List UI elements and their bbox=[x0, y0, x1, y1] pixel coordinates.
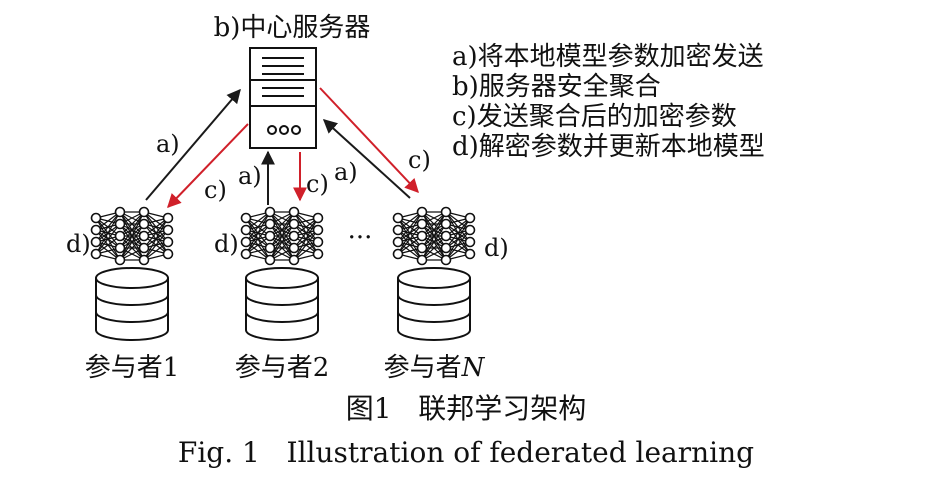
server-label: b)中心服务器 bbox=[214, 13, 371, 43]
nn-node bbox=[312, 248, 324, 260]
participant-name-1: 参与者1 bbox=[85, 353, 180, 383]
nn-node bbox=[288, 218, 300, 230]
participant-n: d) 参与者N bbox=[384, 206, 509, 383]
nn-node bbox=[138, 254, 150, 266]
nn-node bbox=[138, 206, 150, 218]
nn-node bbox=[464, 236, 476, 248]
nn-node bbox=[114, 218, 126, 230]
nn-node bbox=[288, 230, 300, 242]
nn-node bbox=[90, 224, 102, 236]
neural-network-icon bbox=[240, 206, 324, 266]
nn-node bbox=[264, 230, 276, 242]
send-label-n: a) bbox=[334, 158, 358, 186]
update-label-1: d) bbox=[66, 230, 91, 258]
legend-item-b: b)服务器安全聚合 bbox=[452, 72, 661, 102]
nn-node bbox=[264, 206, 276, 218]
nn-node bbox=[162, 212, 174, 224]
nn-node bbox=[114, 206, 126, 218]
nn-node bbox=[138, 218, 150, 230]
participant-1: d) 参与者1 bbox=[66, 206, 180, 383]
nn-node bbox=[240, 212, 252, 224]
nn-node bbox=[440, 218, 452, 230]
nn-node bbox=[90, 236, 102, 248]
neural-network-icon bbox=[90, 206, 174, 266]
database-icon bbox=[95, 267, 169, 341]
return-arrow-n bbox=[319, 87, 419, 194]
nn-node bbox=[416, 254, 428, 266]
nn-node bbox=[416, 206, 428, 218]
nn-node bbox=[138, 242, 150, 254]
nn-node bbox=[440, 254, 452, 266]
send-label-2: a) bbox=[238, 162, 262, 190]
nn-node bbox=[416, 218, 428, 230]
nn-node bbox=[464, 212, 476, 224]
legend-item-d: d)解密参数并更新本地模型 bbox=[452, 132, 765, 162]
return-label-n: c) bbox=[408, 146, 431, 174]
nn-node bbox=[264, 218, 276, 230]
ellipsis: ··· bbox=[348, 223, 373, 253]
send-label-1: a) bbox=[156, 130, 180, 158]
nn-node bbox=[288, 242, 300, 254]
nn-node bbox=[464, 248, 476, 260]
nn-node bbox=[464, 224, 476, 236]
participant-2: d) 参与者2 bbox=[214, 206, 330, 383]
nn-node bbox=[162, 224, 174, 236]
return-arrow-1 bbox=[167, 123, 249, 209]
legend-item-c: c)发送聚合后的加密参数 bbox=[452, 102, 737, 132]
server-icon bbox=[249, 47, 317, 149]
legend-item-a: a)将本地模型参数加密发送 bbox=[452, 42, 764, 72]
update-label-2: d) bbox=[214, 230, 239, 258]
send-arrow-1 bbox=[145, 88, 241, 201]
nn-node bbox=[392, 248, 404, 260]
nn-node bbox=[264, 254, 276, 266]
participant-name-n: 参与者N bbox=[384, 353, 486, 383]
nn-node bbox=[416, 242, 428, 254]
nn-node bbox=[392, 224, 404, 236]
participant-name-n-base: 参与者 bbox=[384, 353, 462, 383]
nn-node bbox=[440, 230, 452, 242]
nn-node bbox=[392, 236, 404, 248]
nn-node bbox=[90, 248, 102, 260]
update-label-n: d) bbox=[484, 234, 509, 262]
nn-node bbox=[288, 206, 300, 218]
neural-network-icon bbox=[392, 206, 476, 266]
nn-node bbox=[288, 254, 300, 266]
nn-node bbox=[440, 242, 452, 254]
nn-node bbox=[312, 236, 324, 248]
caption-en: Fig. 1 Illustration of federated learnin… bbox=[177, 436, 755, 469]
database-icon bbox=[245, 267, 319, 341]
nn-node bbox=[264, 242, 276, 254]
nn-node bbox=[440, 206, 452, 218]
nn-node bbox=[392, 212, 404, 224]
nn-node bbox=[240, 236, 252, 248]
nn-node bbox=[416, 230, 428, 242]
send-arrow-n bbox=[322, 119, 411, 199]
participant-name-n-italic: N bbox=[461, 353, 486, 383]
caption-zh: 图1 联邦学习架构 bbox=[345, 392, 587, 425]
participant-name-2: 参与者2 bbox=[235, 353, 330, 383]
nn-node bbox=[162, 248, 174, 260]
nn-node bbox=[162, 236, 174, 248]
nn-node bbox=[312, 212, 324, 224]
nn-node bbox=[240, 248, 252, 260]
nn-node bbox=[114, 230, 126, 242]
nn-node bbox=[114, 242, 126, 254]
nn-node bbox=[312, 224, 324, 236]
database-icon bbox=[397, 267, 471, 341]
return-label-2: c) bbox=[306, 170, 329, 198]
nn-node bbox=[114, 254, 126, 266]
nn-node bbox=[138, 230, 150, 242]
return-label-1: c) bbox=[204, 176, 227, 204]
nn-node bbox=[90, 212, 102, 224]
nn-node bbox=[240, 224, 252, 236]
